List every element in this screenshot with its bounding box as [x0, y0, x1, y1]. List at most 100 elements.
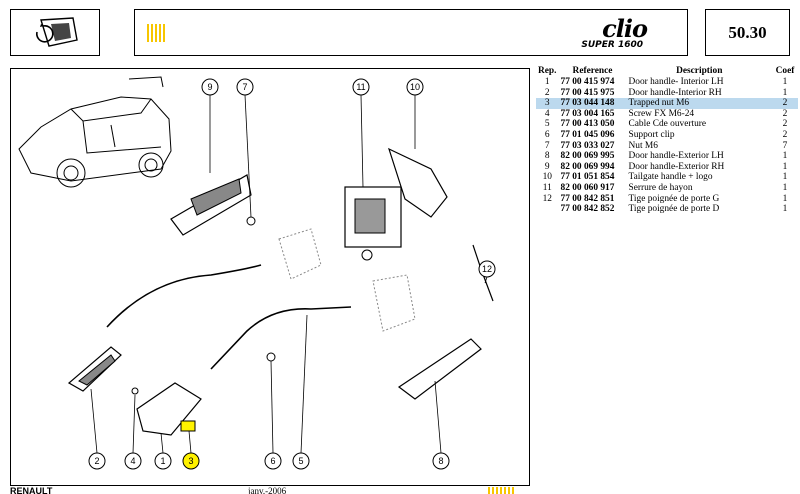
callout-9[interactable]: 9	[201, 78, 219, 96]
cell-reference: 77 03 044 148	[558, 98, 627, 109]
cell-reference: 77 00 413 050	[560, 119, 615, 130]
section-code: 50.30	[705, 9, 790, 56]
cell-reference: 77 03 004 165	[560, 108, 615, 119]
footer-stripes	[488, 487, 514, 494]
callout-4[interactable]: 4	[124, 452, 142, 470]
svg-text:1: 1	[160, 456, 165, 466]
callout-1[interactable]: 1	[154, 452, 172, 470]
table-row[interactable]: 8 82 00 069 995 Door handle-Exterior LH 1	[536, 151, 798, 162]
svg-text:2: 2	[94, 456, 99, 466]
svg-text:3: 3	[188, 456, 193, 466]
cell-rep: 4	[544, 108, 550, 119]
cell-coef: 1	[782, 151, 788, 162]
cell-description: Door handle- Interior LH	[628, 77, 724, 87]
cell-description: Door handle-Exterior LH	[628, 151, 724, 162]
nut-m6	[246, 216, 256, 226]
table-row[interactable]: 5 77 00 413 050 Cable Cde ouverture 2	[536, 119, 798, 130]
door-panel-sketch	[278, 228, 416, 332]
cell-coef: 1	[782, 182, 788, 193]
table-row[interactable]: 4 77 03 004 165 Screw FX M6-24 2	[536, 109, 798, 120]
svg-text:7: 7	[242, 82, 247, 92]
diagram-canvas: 9 7 11 10 12 2 4 1 3 6 5 8	[18, 76, 496, 470]
cell-description: Nut M6	[628, 140, 658, 151]
svg-text:6: 6	[270, 456, 275, 466]
table-header-row: Rep. Reference Description Coef	[536, 66, 798, 77]
cell-description: Tailgate handle + logo	[628, 172, 713, 183]
callout-11[interactable]: 11	[352, 78, 370, 96]
cell-coef: 2	[772, 98, 798, 109]
callout-6[interactable]: 6	[264, 452, 282, 470]
support-clip	[266, 352, 276, 362]
cell-rep: 10	[542, 172, 552, 183]
col-header-rep: Rep.	[538, 66, 557, 76]
cell-rep: 8	[544, 151, 550, 162]
opening-cables	[106, 264, 352, 370]
callout-5[interactable]: 5	[292, 452, 310, 470]
cell-coef: 1	[782, 172, 788, 183]
cell-description: Trapped nut M6	[626, 98, 772, 109]
cell-coef: 1	[782, 77, 788, 87]
cell-coef: 1	[782, 87, 788, 98]
cell-rep: 3	[536, 98, 559, 109]
interior-handle-rh	[170, 174, 252, 236]
svg-text:10: 10	[410, 82, 420, 92]
cell-description: Cable Cde ouverture	[628, 119, 707, 130]
col-header-description: Description	[676, 66, 723, 76]
exterior-handle-lh	[136, 382, 202, 436]
cell-coef: 1	[782, 161, 788, 172]
callout-10[interactable]: 10	[406, 78, 424, 96]
cell-reference: 82 00 069 995	[560, 151, 615, 162]
cell-description: Door handle-Interior RH	[628, 87, 722, 98]
cell-rep: 2	[544, 87, 550, 98]
callout-12[interactable]: 12	[478, 260, 496, 278]
cell-rep: 5	[544, 119, 550, 130]
cell-description: Door handle-Exterior RH	[628, 161, 725, 172]
exploded-diagram: 9 7 11 10 12 2 4 1 3 6 5 8	[10, 68, 530, 486]
cell-description: Serrure de hayon	[628, 182, 693, 193]
svg-text:8: 8	[438, 456, 443, 466]
svg-text:4: 4	[130, 456, 135, 466]
table-row[interactable]: 2 77 00 415 975 Door handle-Interior RH 1	[536, 88, 798, 99]
parts-table: Rep. Reference Description Coef 1 77 00 4…	[536, 66, 798, 215]
cell-description: Support clip	[628, 129, 675, 140]
cell-coef: 2	[782, 129, 788, 140]
exterior-handle-rh	[397, 338, 482, 400]
col-header-reference: Reference	[572, 66, 613, 76]
cell-coef: 2	[782, 119, 788, 130]
tailgate-handle	[388, 147, 448, 218]
cell-rep: 7	[544, 140, 550, 151]
cell-reference: 77 00 415 975	[560, 87, 615, 98]
leader-lines	[90, 94, 488, 454]
callout-3[interactable]: 3	[182, 452, 200, 470]
table-row[interactable]: 10 77 01 051 854 Tailgate handle + logo 1	[536, 172, 798, 183]
footer-brand: RENAULT	[10, 486, 53, 494]
cell-description: Screw FX M6-24	[628, 108, 695, 119]
callout-7[interactable]: 7	[236, 78, 254, 96]
header-stripes	[147, 24, 167, 42]
cell-description: Tige poignée de porte D	[628, 204, 720, 215]
svg-text:12: 12	[482, 264, 492, 274]
svg-text:5: 5	[298, 456, 303, 466]
cell-reference: 77 00 415 974	[560, 77, 615, 87]
cell-rep: 6	[544, 129, 550, 140]
screw-fx	[131, 387, 139, 395]
door-handle-icon	[36, 17, 78, 47]
callout-2[interactable]: 2	[88, 452, 106, 470]
cell-coef: 2	[782, 108, 788, 119]
col-header-coef: Coef	[775, 66, 795, 76]
callout-8[interactable]: 8	[432, 452, 450, 470]
cell-reference: 77 03 033 027	[560, 140, 615, 151]
cell-rep	[536, 204, 559, 215]
model-subtitle: SUPER 1600	[581, 40, 643, 50]
cell-rep: 11	[542, 182, 552, 193]
car-illustration	[18, 76, 172, 188]
cell-reference: 77 01 051 854	[560, 172, 615, 183]
